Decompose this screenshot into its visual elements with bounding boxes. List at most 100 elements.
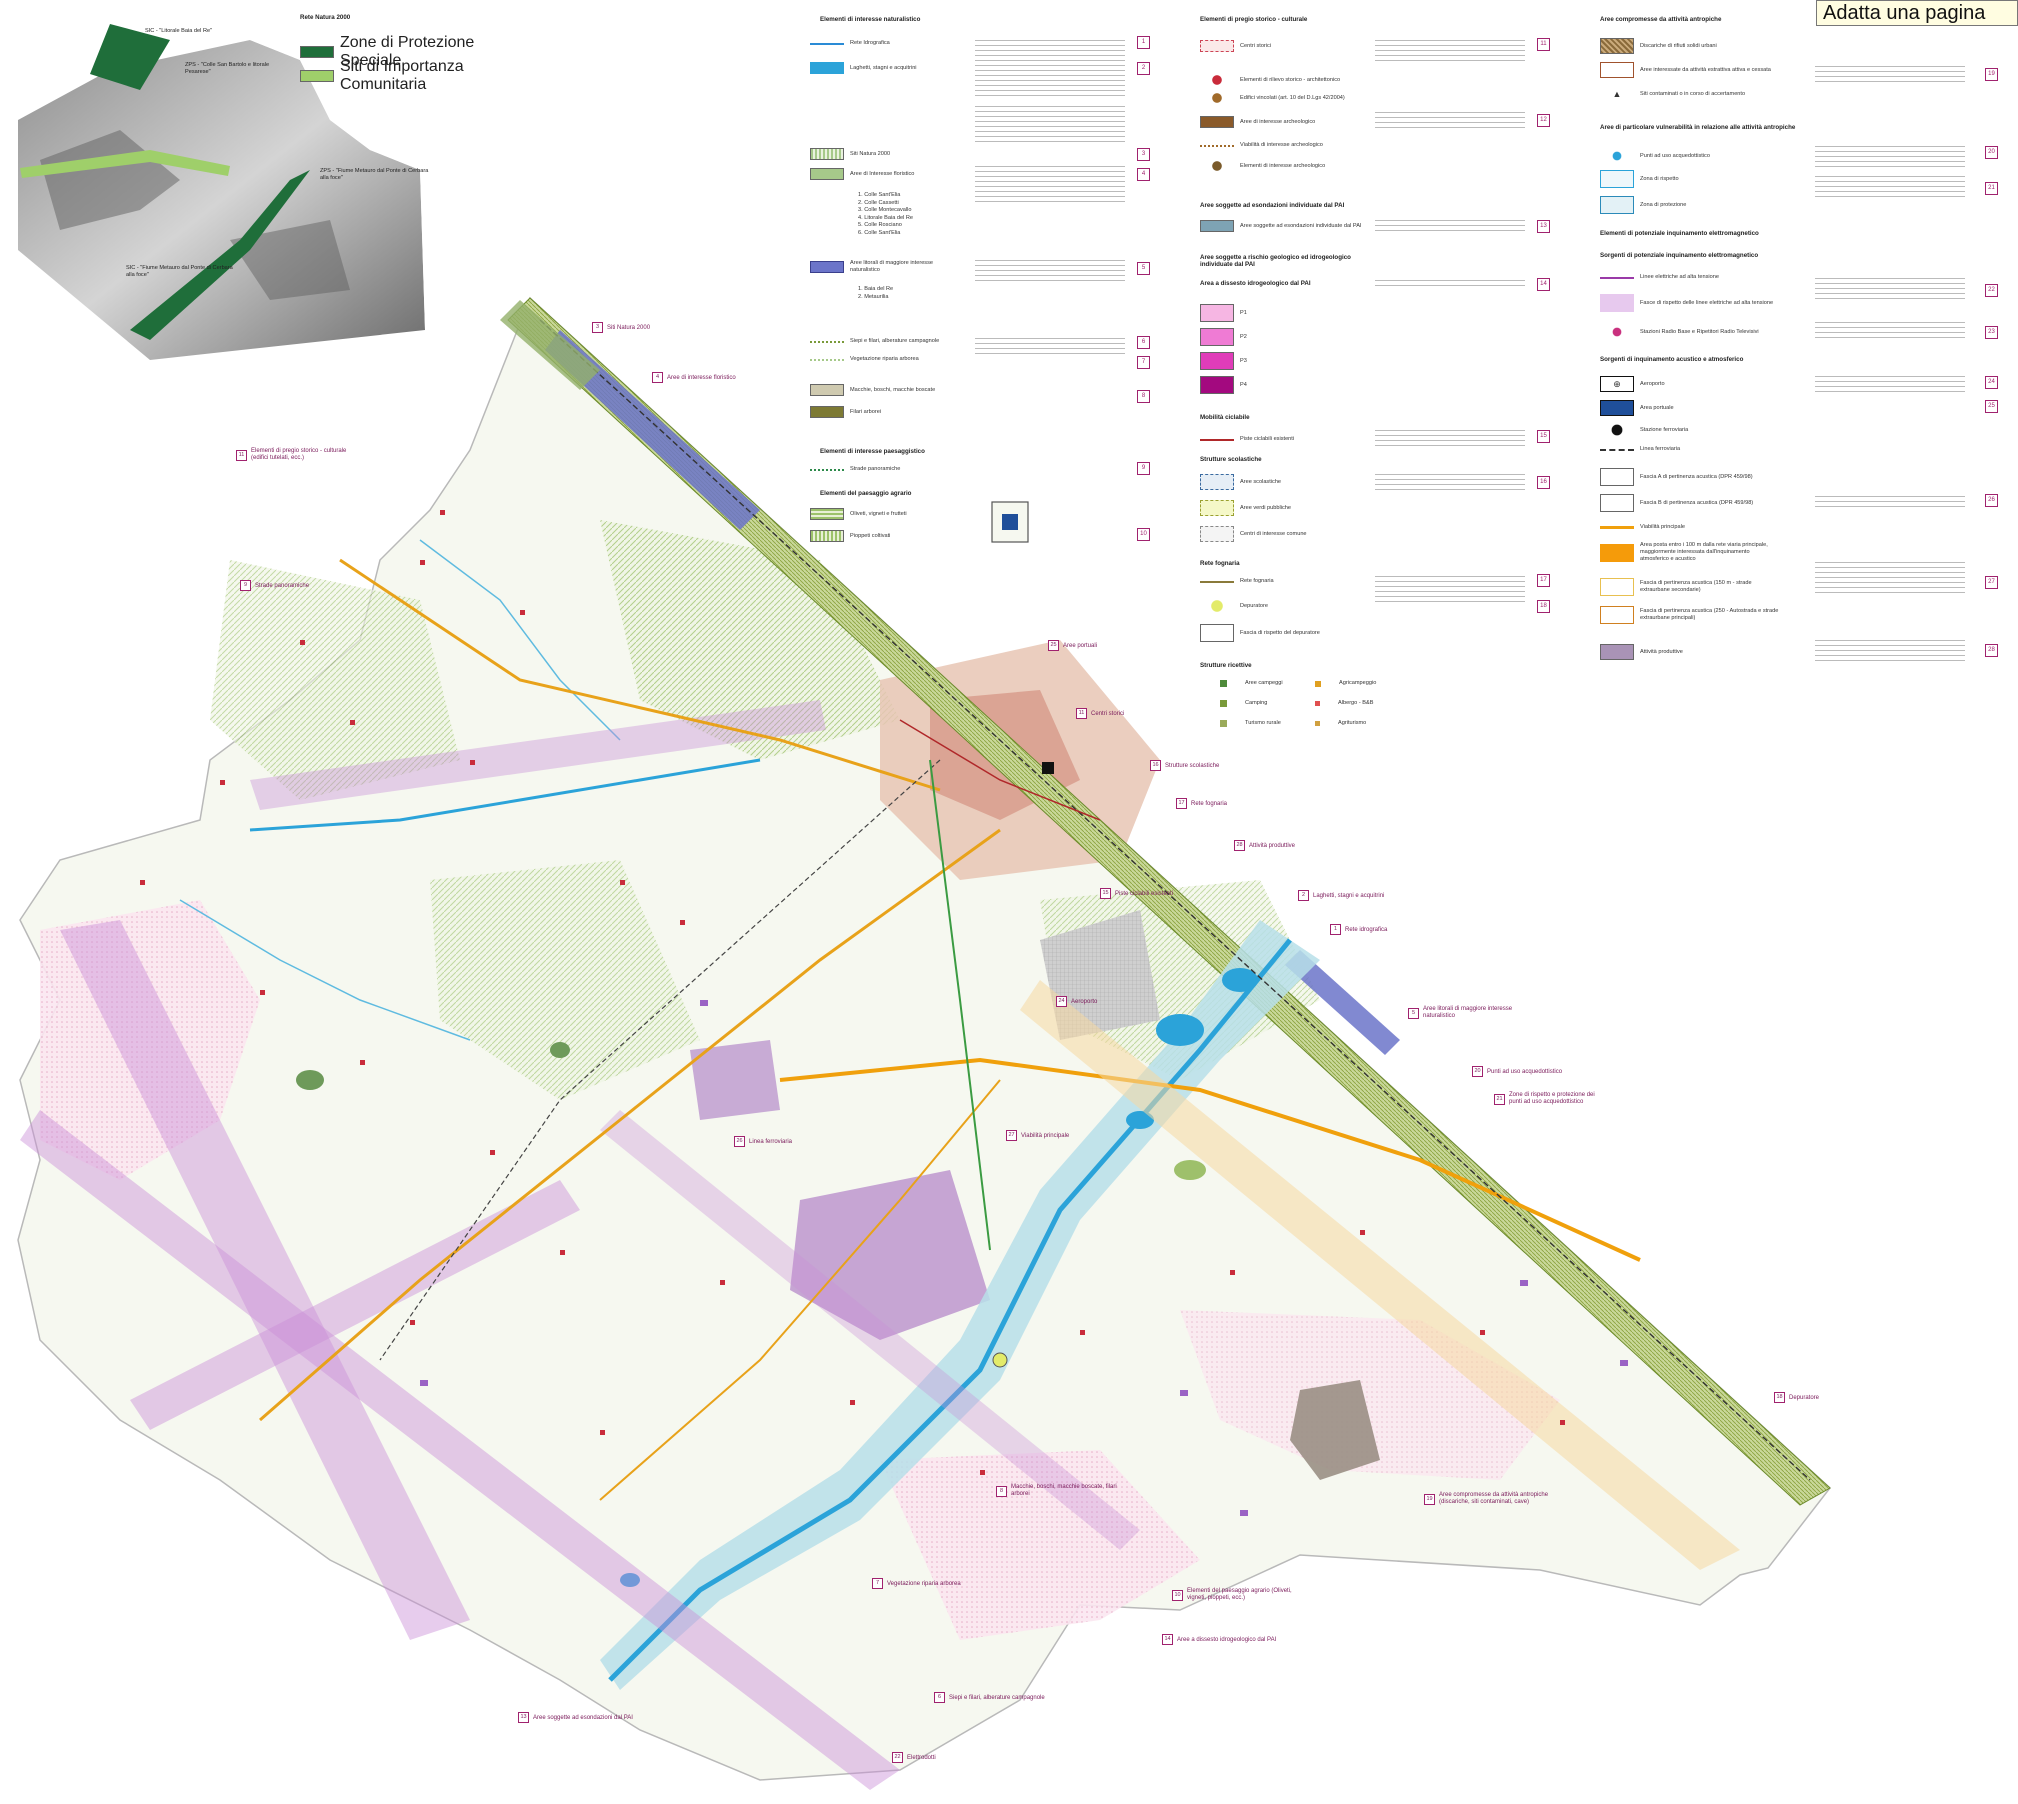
lake [1126, 1111, 1154, 1129]
callout-number: 15 [1100, 888, 1111, 899]
landslide-area [40, 900, 260, 1180]
legend-label: Zona di protezione [1640, 201, 1687, 208]
legend-description [1815, 496, 1965, 508]
lake [1156, 1014, 1204, 1046]
legend-description [975, 260, 1125, 284]
inset-label: ZPS - "Fiume Metauro dal Ponte di Cerbar… [320, 168, 429, 181]
callout-text: Piste ciclabili esistenti [1115, 891, 1174, 898]
lake [620, 1573, 640, 1587]
coastal-area-swatch [810, 261, 844, 273]
historic-centre-swatch [1200, 40, 1234, 52]
rural-tourism-icon [1220, 720, 1227, 727]
lake-swatch [810, 62, 844, 74]
main-road [259, 828, 1001, 1422]
legend-number: 9 [1137, 462, 1150, 475]
legend-label: Attività produttive [1640, 648, 1683, 655]
railway-station-icon [1042, 762, 1054, 774]
callout-text: Aree a dissesto idrogeologico dal PAI [1177, 1637, 1277, 1644]
legend-title: Sorgenti di potenziale inquinamento elet… [1600, 252, 1759, 259]
callout-text: Punti ad uso acquedottistico [1487, 1069, 1563, 1076]
river-swatch [810, 42, 844, 45]
lake [1222, 968, 1258, 992]
map-callout: 8Macchie, boschi, macchie boscate, filar… [996, 1484, 1121, 1498]
flora-item: 4. Litorale Baia del Re [858, 214, 914, 221]
callout-number: 9 [240, 580, 251, 591]
legend-title: Strutture scolastiche [1200, 456, 1262, 463]
legend-title: Aree soggette ad esondazioni individuate… [1200, 202, 1345, 209]
legend-number: 8 [1137, 390, 1150, 403]
legend-label: Aree di Interesse floristico [850, 170, 915, 177]
legend-description [1815, 278, 1965, 302]
legend-number: 6 [1137, 336, 1150, 349]
callout-number: 8 [996, 1485, 1007, 1497]
legend-description [1375, 220, 1525, 232]
legend-label: Zona di rispetto [1640, 175, 1679, 182]
site-list: 1. Baia del Re 2. Metaurilia [858, 286, 893, 301]
river-metauro [608, 938, 1292, 1682]
callout-text: Vegetazione riparia arborea [887, 1581, 961, 1588]
legend-label: Aeroporto [1640, 380, 1665, 387]
callout-number: 11 [1076, 708, 1087, 719]
legend-label: Oliveti, vigneti e frutteti [850, 510, 907, 517]
callout-text: Aree di interesse floristico [667, 375, 736, 382]
callout-number: 6 [934, 1692, 945, 1703]
callout-text: Aree portuali [1063, 643, 1098, 650]
poplar-swatch [810, 530, 844, 542]
inset-zps-colle [90, 24, 170, 90]
railway-swatch [1600, 448, 1634, 451]
depurator-swatch [1200, 600, 1234, 612]
legend-description [1375, 40, 1525, 64]
callout-text: Viabilità principale [1021, 1133, 1070, 1140]
legend-label: Punti ad uso acquedottistico [1640, 152, 1710, 159]
callout-number: 13 [518, 1712, 529, 1723]
flora-item: 5. Colle Rosciano [858, 222, 902, 228]
legend-title: Elementi del paesaggio agrario [820, 490, 912, 497]
legend-label: Aree campeggi [1245, 680, 1283, 686]
callout-number: 14 [1162, 1634, 1173, 1645]
legend-label: Piste ciclabili esistenti [1240, 436, 1295, 442]
callout-number: 16 [1150, 760, 1161, 771]
legend-label: Agriturismo [1338, 720, 1367, 726]
water-point-swatch [1600, 150, 1634, 162]
legend-number: 24 [1985, 376, 1998, 389]
main-road-swatch [1600, 526, 1634, 529]
map-callout: 19Aree compromesse da attività antropich… [1424, 1492, 1559, 1506]
p2-swatch [1200, 328, 1234, 346]
legend-number: 25 [1985, 400, 1998, 413]
legend-label: Aree litorali di maggiore interesse natu… [850, 260, 934, 273]
legend-label: Fasce di rispetto delle linee elettriche… [1640, 299, 1774, 306]
power-line-band [60, 920, 470, 1640]
callout-number: 5 [1408, 1007, 1419, 1019]
coastal-natural-area [1285, 950, 1400, 1055]
cycle-path [929, 759, 991, 1251]
landslide-area [880, 1450, 1200, 1640]
callout-number: 22 [892, 1752, 903, 1763]
callout-number: 17 [1176, 798, 1187, 809]
port-icon [1600, 400, 1634, 416]
legend-label: Camping [1245, 700, 1268, 706]
callout-text: Aree soggette ad esondazioni dal PAI [533, 1715, 633, 1722]
callout-number: 27 [1006, 1130, 1017, 1141]
power-line-band [250, 700, 826, 810]
legend-number: 15 [1537, 430, 1550, 443]
inset-map [18, 24, 530, 360]
legend-label: Siepi e filari, alberature campagnole [850, 338, 940, 344]
wood [550, 1042, 570, 1058]
legend-number: 18 [1537, 600, 1550, 613]
legend-number: 23 [1985, 326, 1998, 339]
legend-label: Aree interessate da attività estrattiva … [1640, 66, 1771, 73]
legend-title: Strutture ricettive [1200, 662, 1252, 669]
callout-number: 4 [652, 372, 663, 383]
inset-legend-item: Siti di Importanza Comunitaria [340, 58, 464, 93]
legend-label: Pioppeti coltivati [850, 532, 891, 539]
map-callout: 10Elementi del paesaggio agrario (Olivet… [1172, 1588, 1297, 1602]
quarry-swatch [1600, 62, 1634, 78]
callout-number: 24 [1056, 996, 1067, 1007]
legend-label: Aree verdi pubbliche [1240, 504, 1291, 511]
